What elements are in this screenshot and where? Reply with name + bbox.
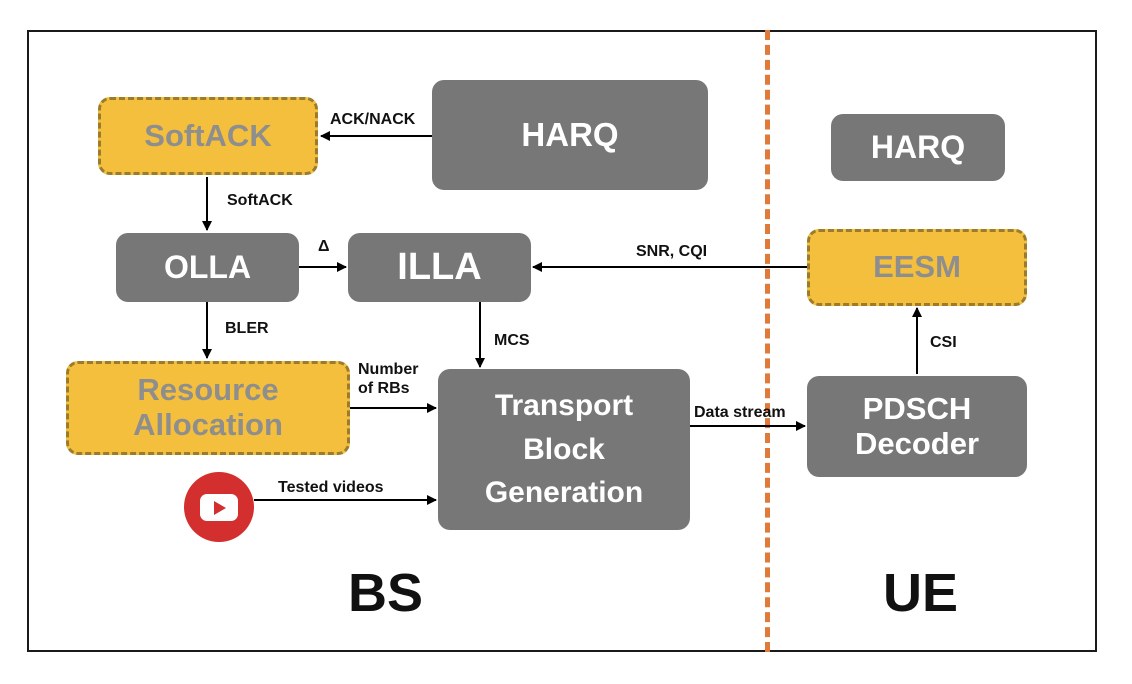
harq-bs-block-label: HARQ [521, 115, 619, 153]
diagram-frame [27, 30, 1097, 652]
edge-label-delta: Δ [318, 238, 330, 255]
edge-label-ack-nack: ACK/NACK [330, 111, 416, 128]
harq-bs-block: HARQ [432, 80, 708, 190]
edge-label-softack: SoftACK [227, 192, 293, 209]
edge-label-csi: CSI [930, 334, 957, 351]
eesm-block: EESM [807, 229, 1027, 306]
softack-block-label: SoftACK [144, 117, 272, 153]
play-icon [214, 501, 226, 515]
youtube-icon [184, 472, 254, 542]
olla-block-label: OLLA [163, 248, 252, 285]
olla-block: OLLA [116, 233, 299, 302]
transport-block-generation-block-label: Transport Block Generation [484, 389, 644, 510]
harq-ue-block-label: HARQ [870, 128, 966, 165]
illa-block-label: ILLA [397, 246, 482, 289]
resource-allocation-block-label: Resource Allocation [133, 372, 283, 442]
bs-side-label: BS [348, 563, 424, 623]
softack-block: SoftACK [98, 97, 318, 175]
transport-block-generation-block: Transport Block Generation [438, 369, 690, 530]
edge-label-number-of-rbs: Number of RBs [358, 361, 419, 398]
ue-side-label: UE [883, 563, 959, 623]
eesm-block-label: EESM [873, 249, 961, 285]
pdsch-decoder-block-label: PDSCH Decoder [854, 390, 980, 461]
edge-label-tested-videos: Tested videos [278, 479, 384, 496]
edge-label-snr-cqi: SNR, CQI [636, 243, 708, 260]
pdsch-decoder-block: PDSCH Decoder [807, 376, 1027, 477]
edge-label-data-stream: Data stream [694, 404, 786, 421]
illa-block: ILLA [348, 233, 531, 302]
resource-allocation-block: Resource Allocation [66, 361, 350, 455]
harq-ue-block: HARQ [831, 114, 1005, 181]
edge-label-bler: BLER [225, 320, 269, 337]
youtube-icon-body [200, 494, 238, 521]
edge-label-mcs: MCS [494, 332, 530, 349]
bs-ue-divider [765, 30, 770, 652]
